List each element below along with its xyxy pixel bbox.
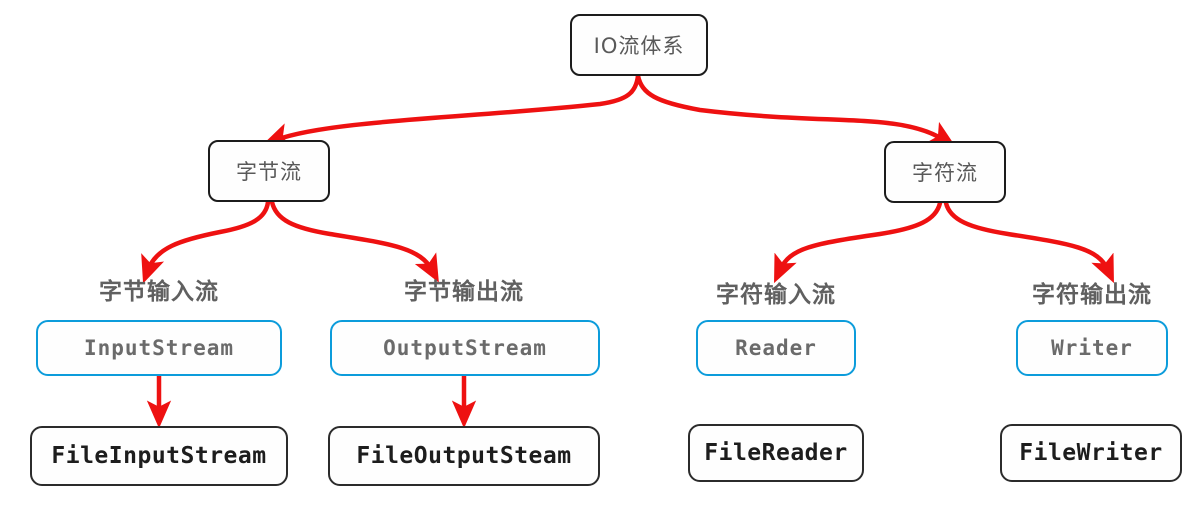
edge-byte-stream-to-byte-output — [269, 199, 439, 283]
node-byte-stream-label: 字节流 — [236, 160, 302, 184]
node-byte-stream[interactable]: 字节流 — [208, 140, 330, 202]
caption-char-output-stream: 字符输出流 — [1012, 275, 1172, 309]
caption-text: 字节输出流 — [404, 279, 524, 305]
edge-char-stream-to-char-input — [774, 200, 943, 284]
node-outputstream[interactable]: OutputStream — [330, 320, 600, 376]
node-root-io-stream-system[interactable]: IO流体系 — [570, 14, 708, 76]
node-outputstream-label: OutputStream — [383, 336, 547, 360]
node-reader[interactable]: Reader — [696, 320, 856, 376]
caption-text: 字符输入流 — [716, 282, 836, 308]
node-inputstream[interactable]: InputStream — [36, 320, 282, 376]
edge-char-stream-to-char-output — [943, 200, 1114, 284]
caption-char-input-stream: 字符输入流 — [696, 275, 856, 309]
node-root-label: IO流体系 — [593, 34, 685, 58]
node-inputstream-label: InputStream — [83, 336, 235, 360]
node-reader-label: Reader — [735, 336, 817, 360]
node-filewriter-label: FileWriter — [1019, 440, 1163, 466]
caption-byte-input-stream: 字节输入流 — [36, 272, 282, 306]
node-filereader-label: FileReader — [704, 440, 848, 466]
edge-root-to-byte-stream — [262, 73, 641, 147]
node-fileoutputsteam[interactable]: FileOutputSteam — [328, 426, 600, 486]
caption-text: 字节输入流 — [99, 279, 219, 305]
node-fileinputstream-label: FileInputStream — [51, 443, 267, 469]
node-writer[interactable]: Writer — [1016, 320, 1168, 376]
edge-root-to-char-stream — [635, 73, 957, 148]
node-filewriter[interactable]: FileWriter — [1000, 424, 1182, 482]
node-char-stream-label: 字符流 — [912, 161, 978, 185]
node-fileoutputsteam-label: FileOutputSteam — [356, 443, 572, 469]
node-writer-label: Writer — [1051, 336, 1133, 360]
node-fileinputstream[interactable]: FileInputStream — [30, 426, 288, 486]
caption-byte-output-stream: 字节输出流 — [328, 272, 600, 306]
node-char-stream[interactable]: 字符流 — [884, 141, 1006, 203]
node-filereader[interactable]: FileReader — [688, 424, 864, 482]
caption-text: 字符输出流 — [1032, 282, 1152, 308]
edge-byte-stream-to-byte-input — [141, 199, 271, 284]
